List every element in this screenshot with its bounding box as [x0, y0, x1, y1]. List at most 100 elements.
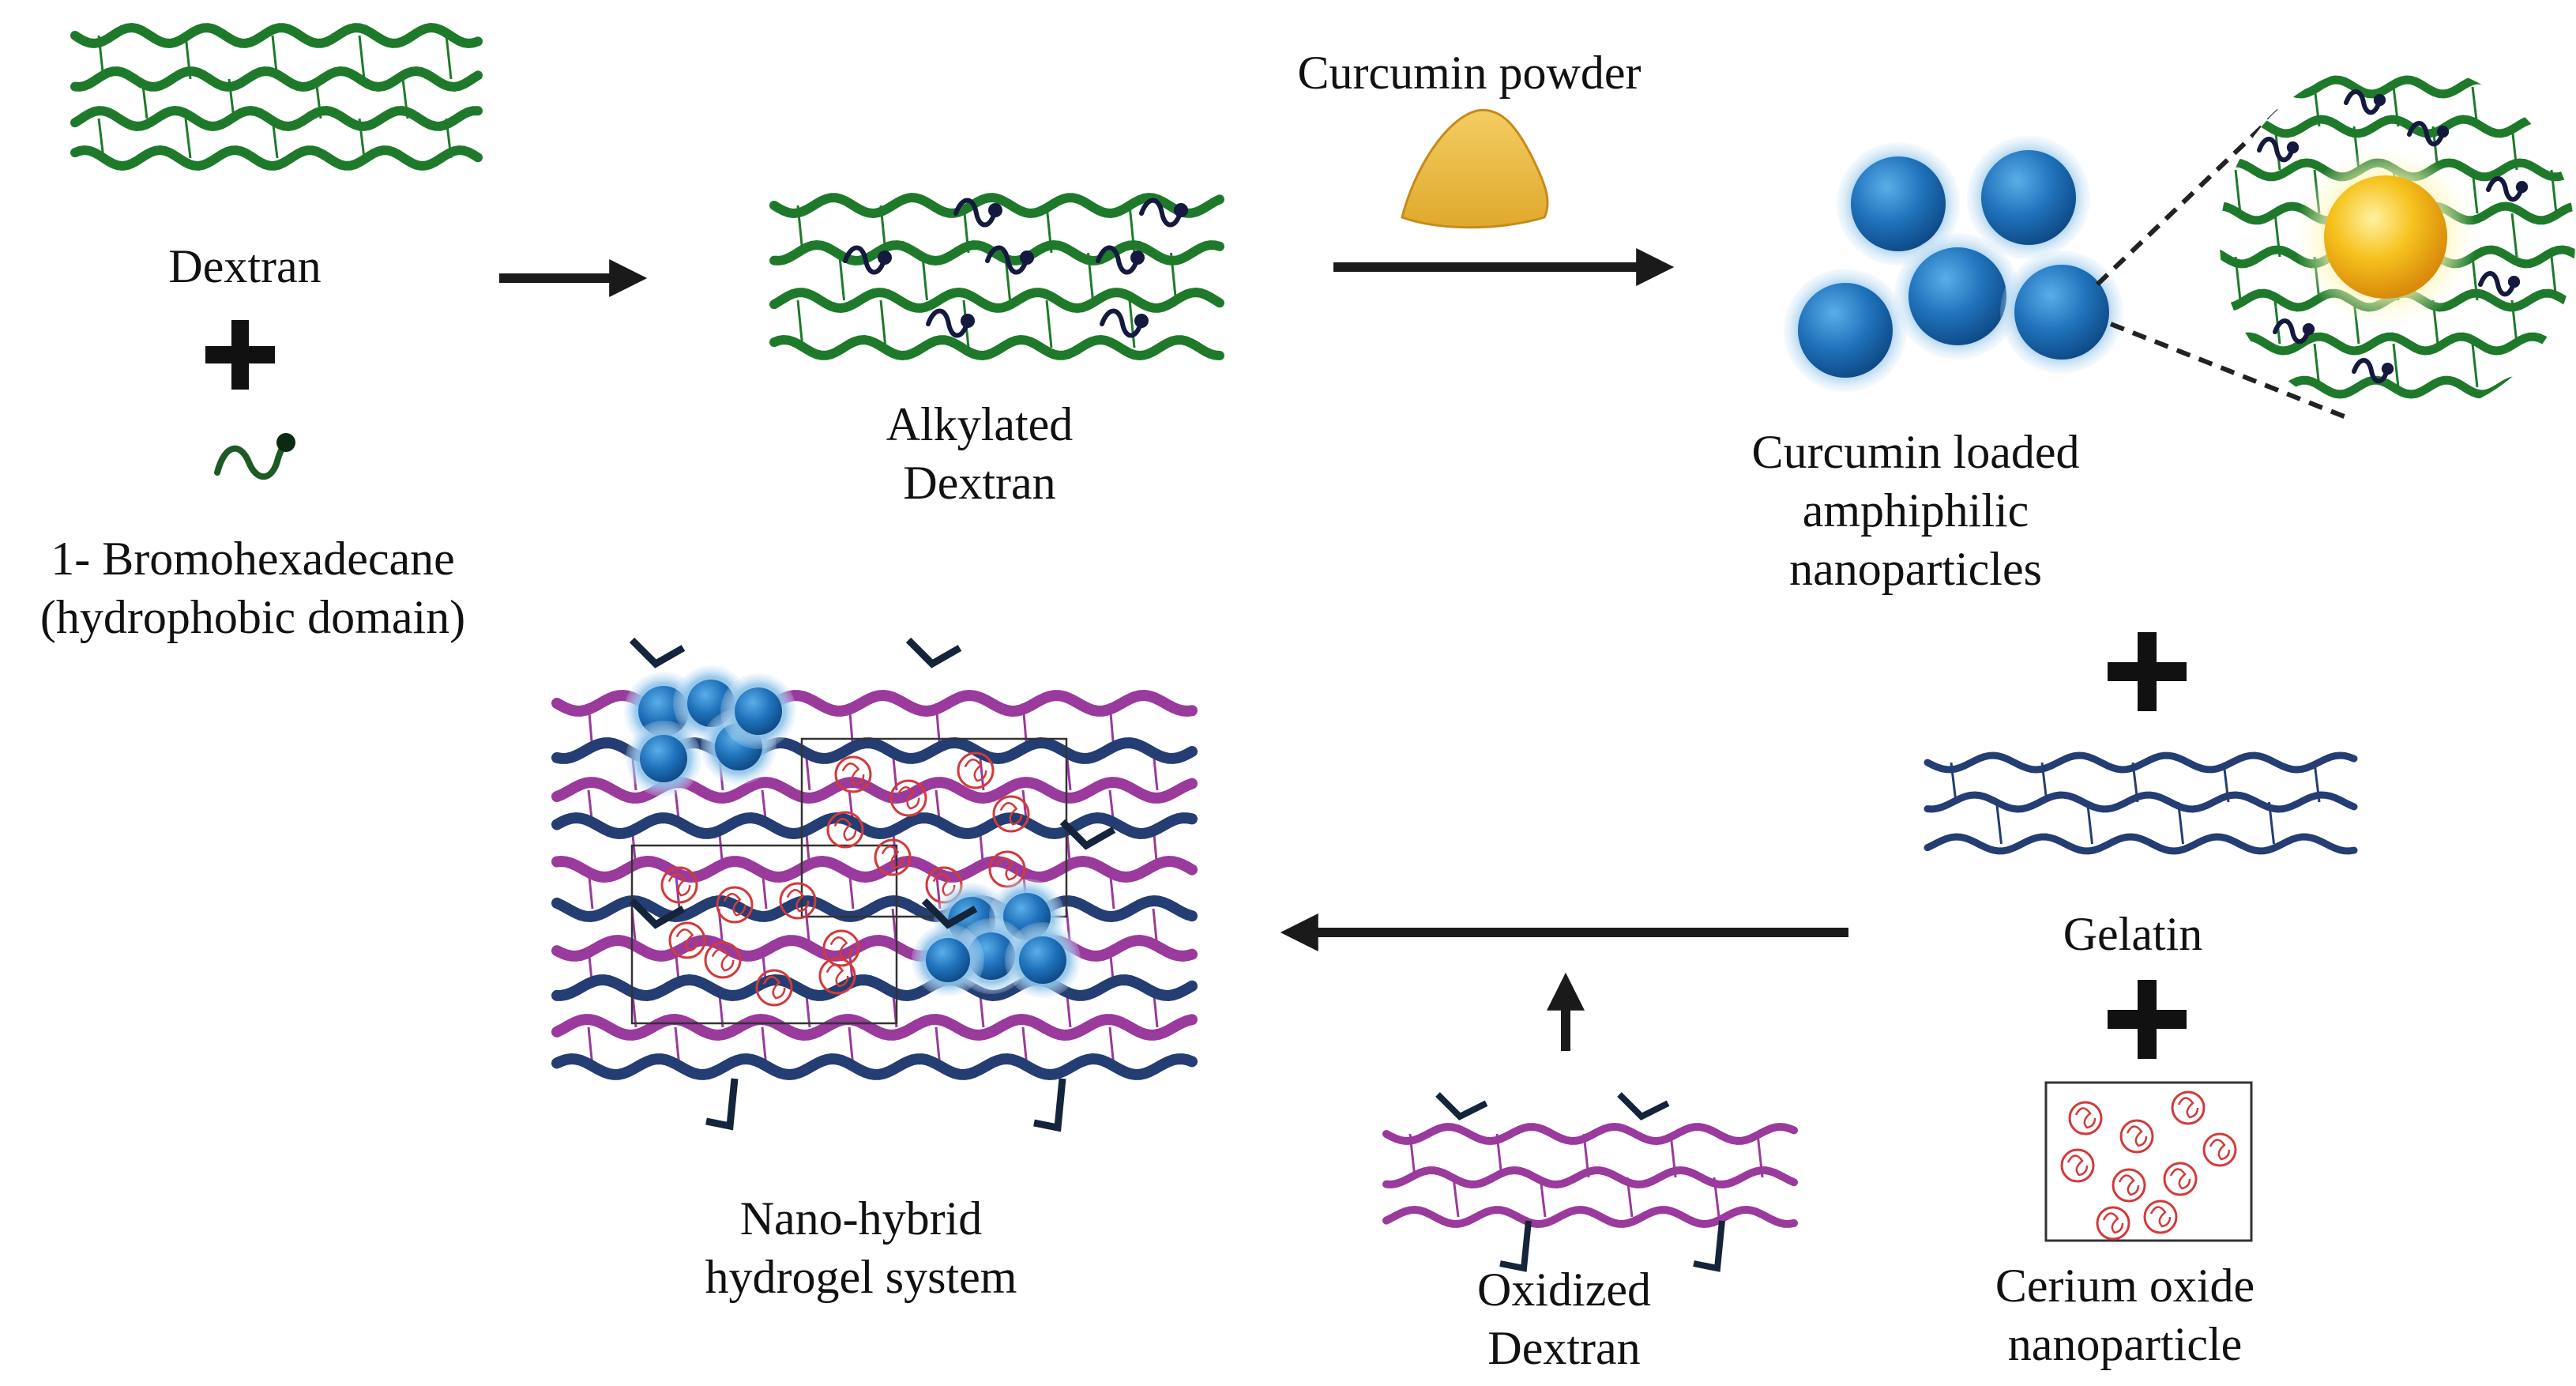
inset-box — [630, 844, 898, 1025]
dextran-chain — [70, 145, 483, 171]
plus-icon — [205, 320, 275, 390]
cerium-oxide-texture — [2149, 1206, 2172, 1228]
dextran-chain — [769, 334, 1224, 361]
cerium-oxide-texture — [964, 759, 987, 782]
cerium-oxide-texture — [2126, 1125, 2148, 1147]
gelatin-chain — [551, 1053, 1198, 1081]
crosslink-line — [2510, 213, 2518, 258]
nanoparticle — [1908, 247, 2006, 345]
oxidized-dextran-chain — [1382, 1205, 1798, 1229]
cerium-oxide-particle — [2060, 1148, 2095, 1183]
crosslink-line — [2273, 299, 2281, 345]
alkyl-head — [1130, 250, 1145, 265]
alkyl-chain — [2257, 137, 2296, 163]
cerium-oxide-particle — [2119, 1119, 2154, 1154]
crosslink-line — [796, 299, 804, 348]
alkyl-chain — [2344, 89, 2382, 115]
nanoparticle-zoom-view — [2220, 63, 2575, 419]
alkyl-head — [2286, 141, 2300, 154]
bromohexadecane-icon — [214, 433, 295, 480]
dextran-chain — [769, 287, 1224, 314]
plus-icon — [2108, 980, 2187, 1059]
cerium-oxide-particle — [779, 882, 817, 920]
alkylated-dextran-structure — [769, 192, 1224, 361]
cerium-oxide-texture — [825, 964, 849, 988]
cerium-oxide-texture — [2177, 1097, 2199, 1119]
cerium-oxide-texture — [999, 802, 1023, 826]
cerium-oxide-particle — [2068, 1101, 2103, 1136]
bromohexadecane-label: 1- Bromohexadecane(hydrophobic domain) — [39, 533, 466, 643]
cerium-oxide-particle — [957, 751, 995, 789]
cerium-oxide-particle — [2171, 1090, 2206, 1125]
alkyl-chain — [953, 198, 998, 228]
oxidized-dextran-chain — [551, 1013, 1198, 1041]
cerium-oxide-texture — [711, 948, 735, 972]
crosslink-line — [1128, 299, 1136, 348]
nanoparticle — [926, 938, 970, 982]
crosslink-line — [838, 252, 845, 301]
crosslink-line — [1045, 299, 1053, 348]
cerium-oxide-particle — [2143, 1200, 2178, 1234]
hydrogel-network — [551, 637, 1198, 1132]
cerium-oxide-texture — [2118, 1174, 2140, 1196]
crosslink-line — [2234, 86, 2242, 127]
crosslink-line — [97, 118, 105, 159]
alkyl-head — [2302, 322, 2315, 336]
gelatin-chain — [551, 812, 1198, 840]
cerium-oxide-particle — [992, 795, 1030, 833]
nanoparticle — [1981, 150, 2076, 245]
alkyl-chain — [926, 308, 970, 338]
aldehyde-group — [1435, 1092, 1488, 1120]
dextran-structure — [70, 22, 483, 171]
aldehyde-group — [1499, 1220, 1532, 1272]
dextran-label: Dextran — [168, 240, 322, 292]
cerium-oxide-particle — [818, 957, 856, 995]
oxidized-dextran-chain — [551, 855, 1198, 883]
crosslink-line — [1995, 801, 2003, 845]
alkyl-chain — [2407, 121, 2446, 147]
crosslink-line — [1452, 1177, 1460, 1218]
alkyl-head — [988, 203, 1002, 217]
gelatin-structure — [1924, 751, 2358, 855]
cerium-oxide-particle — [826, 811, 864, 849]
cerium-oxide-particle — [2202, 1132, 2237, 1167]
alkyl-head — [878, 250, 892, 265]
crosslink-line — [445, 35, 453, 80]
gelatin-label: Gelatin — [2063, 908, 2203, 960]
aldehyde-group — [629, 637, 686, 669]
dextran-chain — [70, 22, 483, 49]
oxidized-dextran-chain — [1382, 1166, 1798, 1189]
cerium-oxide-texture — [668, 873, 691, 897]
dextran-chain — [769, 192, 1224, 219]
curcumin-powder-icon — [1401, 108, 1549, 229]
cerium-oxide-texture — [881, 846, 904, 869]
cerium-oxide-texture — [833, 818, 857, 842]
crosslink-line — [184, 118, 192, 159]
cerium-oxide-particle — [716, 886, 754, 924]
alkyl-head — [2373, 93, 2386, 107]
alkyl-head — [2515, 180, 2529, 194]
cerium-oxide-texture — [995, 857, 1019, 881]
crosslink-line — [2086, 801, 2093, 845]
cerium-oxide-particle — [822, 929, 860, 967]
nanoparticle — [1019, 936, 1066, 984]
alkyl-head — [961, 314, 975, 328]
cerium-oxide-texture — [786, 889, 810, 913]
cerium-oxide-particle — [874, 838, 912, 876]
alkyl-head — [1174, 203, 1188, 217]
cerium-oxide-particle — [704, 941, 742, 979]
crosslink-line — [2234, 169, 2242, 214]
zoom-line — [2095, 108, 2281, 287]
alkyl-chain — [985, 245, 1029, 275]
gelatin-chain — [1924, 833, 2358, 855]
cerium-oxide-texture — [2066, 1154, 2089, 1177]
crosslink-line — [2471, 343, 2479, 388]
cerium-oxide-box — [2044, 1081, 2253, 1242]
cerium-oxide-texture — [2169, 1168, 2191, 1190]
alkyl-head — [2436, 125, 2450, 138]
alkyl-head — [2381, 362, 2394, 375]
aldehyde-group — [629, 898, 686, 929]
crosslink-line — [2392, 343, 2400, 388]
aldehyde-group — [1693, 1220, 1725, 1272]
